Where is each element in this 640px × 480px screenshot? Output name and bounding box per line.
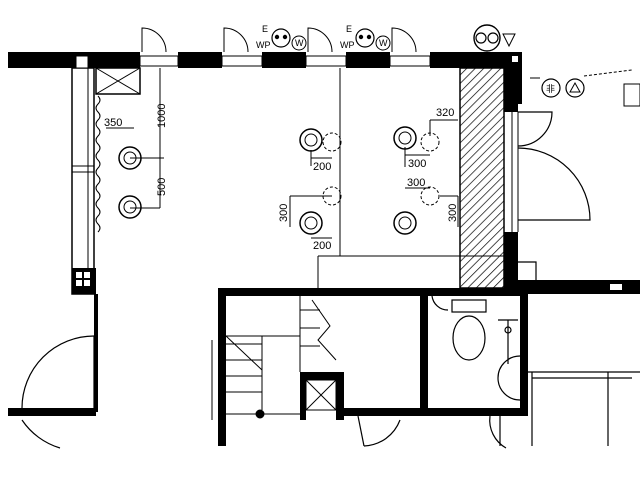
right-double-door <box>517 111 591 280</box>
staircase <box>225 296 337 419</box>
left-wall <box>71 55 141 412</box>
dim-300-right: 300 <box>447 204 459 222</box>
outlet-symbol-1: E WP W <box>256 24 307 51</box>
right-wall <box>504 68 640 294</box>
hatched-column <box>459 67 505 289</box>
dim-300-left: 300 <box>278 204 290 222</box>
dimension-lines-center <box>289 119 459 239</box>
e-label: E <box>262 24 268 34</box>
dim-200-top: 200 <box>313 161 331 173</box>
outlet-symbol-2: E WP W <box>340 24 391 51</box>
w-label: W <box>295 38 304 48</box>
lower-walls <box>211 255 528 446</box>
right-outlet-symbols: 非 <box>530 69 640 107</box>
entry-door <box>8 335 96 449</box>
dim-1000: 1000 <box>156 104 168 128</box>
pipe-shaft <box>305 379 337 411</box>
lower-right-room <box>528 371 640 446</box>
dim-200-bottom: 200 <box>313 240 331 252</box>
dim-320: 320 <box>436 107 454 119</box>
toilet <box>431 295 521 401</box>
kanji-label: 非 <box>546 83 555 94</box>
dim-300-mid: 300 <box>407 177 425 189</box>
dim-350: 350 <box>104 117 122 129</box>
top-door-swings <box>141 27 417 53</box>
wp-label: WP <box>256 40 271 50</box>
intercom-symbol <box>473 24 516 52</box>
w-label: W <box>379 38 388 48</box>
dimension-lines-left <box>106 68 164 209</box>
wp-label: WP <box>340 40 355 50</box>
dim-300-top: 300 <box>408 158 426 170</box>
lower-door-swings <box>357 415 507 449</box>
recessed-lights-left <box>118 146 142 219</box>
dim-500: 500 <box>156 178 168 196</box>
e-label: E <box>346 24 352 34</box>
top-wall <box>8 52 522 104</box>
